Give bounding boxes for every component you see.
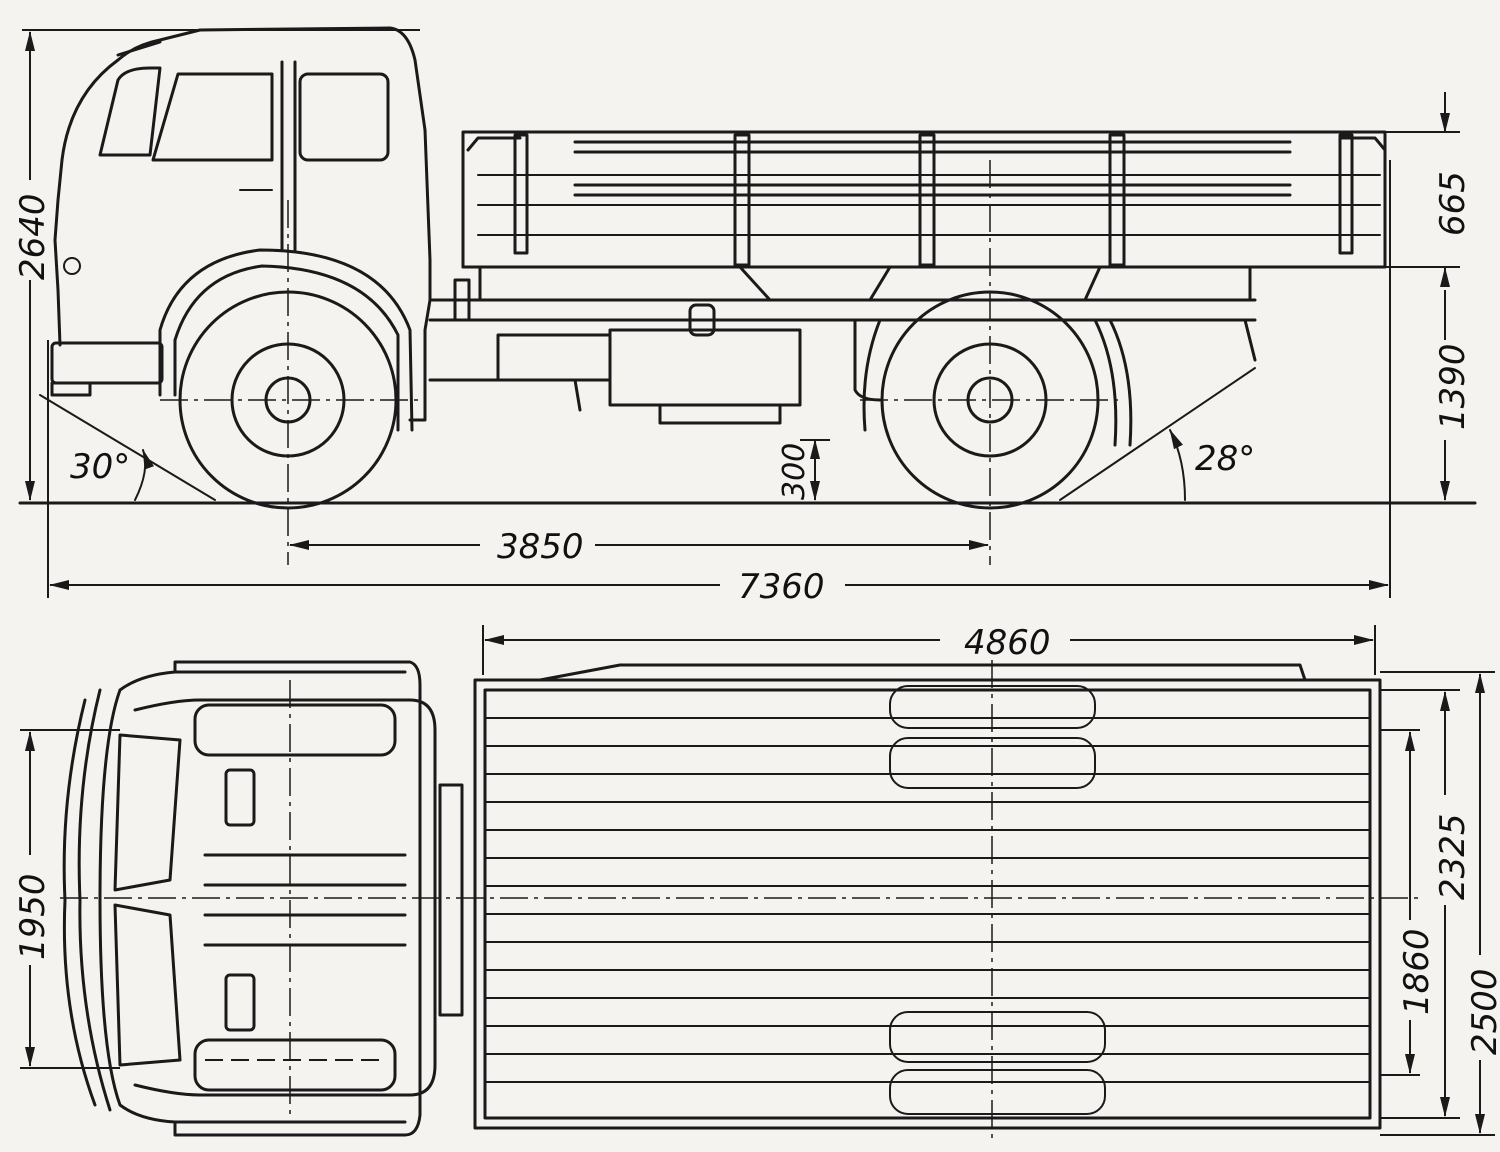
body-outer-width-label: 2325 [1433,813,1473,900]
overall-width-label: 2500 [1465,968,1500,1055]
approach-angle-label: 30° [70,447,130,487]
cab-top [60,660,1420,1137]
approach-angle-line [39,394,216,501]
top-view: 4860 1950 1860 2325 2500 [13,623,1500,1140]
ground-clearance-label: 300 [777,443,812,500]
wheelbase-label: 3850 [497,527,584,567]
cargo-body-top [473,660,1382,1140]
track-width-label: 1860 [1397,928,1437,1015]
side-view: 2640 665 1390 300 30° 28° 3850 7360 [12,26,1477,607]
overall-length-label: 7360 [738,567,825,607]
cargo-body [461,130,1387,302]
departure-angle-line [1059,367,1256,501]
cab-side [50,26,432,432]
front-wheel [160,200,420,565]
body-side-height-label: 665 [1433,171,1473,236]
cab-width-label: 1950 [13,873,53,960]
overall-height-label: 2640 [13,193,53,280]
body-length-label: 4860 [964,623,1051,663]
platform-height-label: 1390 [1433,343,1473,430]
departure-angle-label: 28° [1195,439,1255,479]
rear-wheel [860,160,1120,565]
chassis [428,278,1257,447]
